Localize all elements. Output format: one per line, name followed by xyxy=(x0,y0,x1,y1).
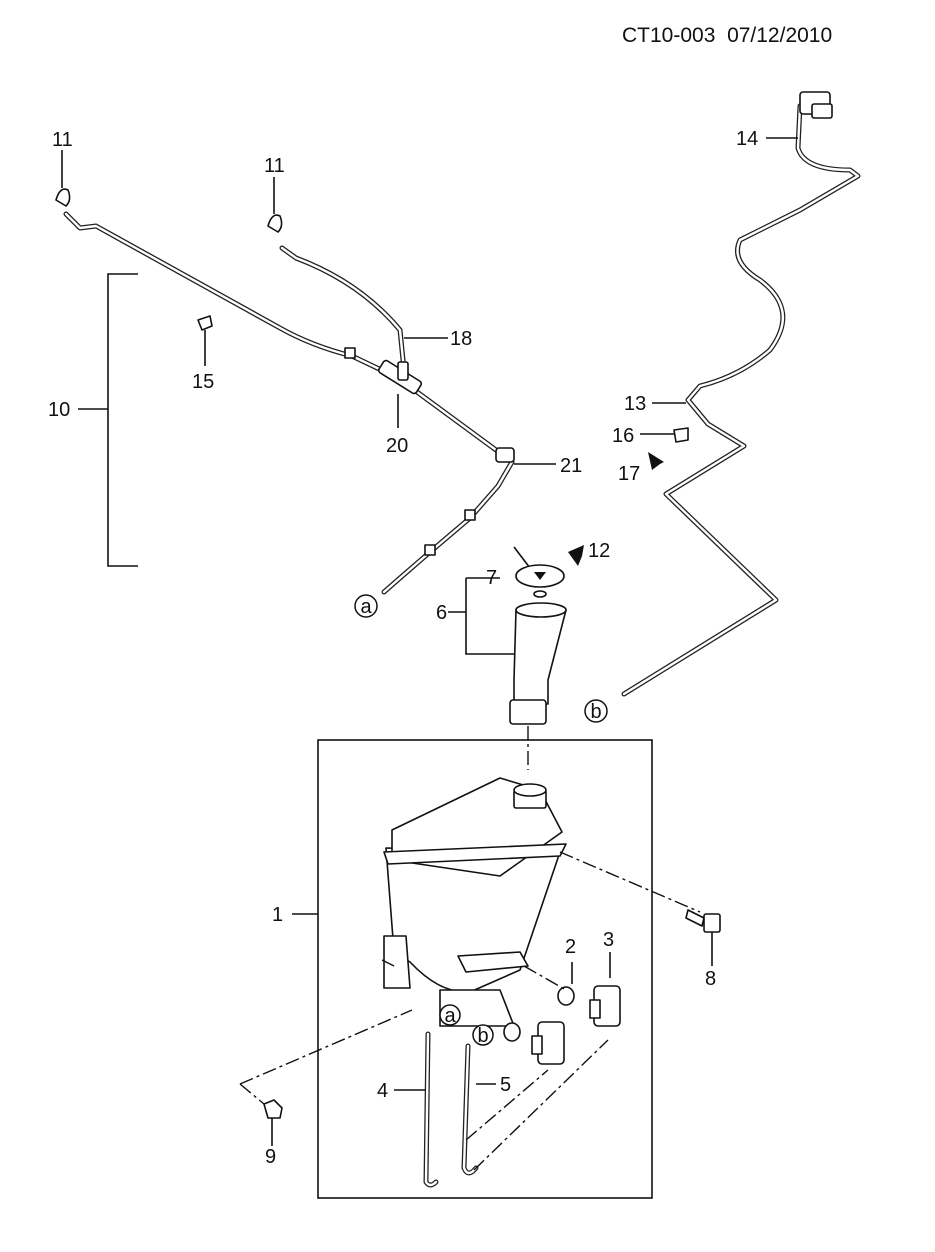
svg-text:b: b xyxy=(477,1025,488,1047)
filler-neck-assembly xyxy=(448,546,567,725)
callout-13: 13 xyxy=(624,393,646,415)
callout-18: 18 xyxy=(450,328,472,350)
callout-4: 4 xyxy=(377,1080,388,1102)
callout-21: 21 xyxy=(560,455,582,477)
callout-12: 12 xyxy=(588,540,610,562)
hose-clip xyxy=(344,347,356,359)
washer-pump-front xyxy=(557,985,621,1027)
reservoir-group-box xyxy=(317,739,653,1199)
svg-text:a: a xyxy=(360,596,372,618)
diagram-header: CT10-003 07/12/2010 xyxy=(622,24,832,48)
svg-text:b: b xyxy=(590,701,601,723)
callout-7: 7 xyxy=(486,567,497,589)
washer-nozzle xyxy=(55,150,71,207)
callout-16: 16 xyxy=(612,425,634,447)
callout-11: 11 xyxy=(52,129,73,151)
connector-b-top: b xyxy=(584,699,608,723)
filler-neck xyxy=(513,603,567,705)
callout-11: 11 xyxy=(264,155,285,177)
mounting-bolt xyxy=(685,909,721,966)
front-washer-hose-assembly xyxy=(63,211,515,595)
washer-nozzle xyxy=(267,177,283,233)
callout-15: 15 xyxy=(192,371,214,393)
hose-clip xyxy=(424,544,436,556)
callout-1: 1 xyxy=(272,904,283,926)
callout-9: 9 xyxy=(265,1146,276,1168)
callout-20: 20 xyxy=(386,435,408,457)
callout-6: 6 xyxy=(436,602,447,624)
connector-a-low: a xyxy=(439,1004,461,1027)
diagram-code: CT10-003 xyxy=(622,24,716,47)
callout-8: 8 xyxy=(705,968,716,990)
hose-clip-15 xyxy=(197,315,213,331)
direction-arrow-17 xyxy=(648,452,664,470)
washer-reservoir xyxy=(383,777,567,1027)
hose-connector-end xyxy=(811,103,833,119)
svg-text:a: a xyxy=(444,1005,456,1027)
hose-clip xyxy=(464,509,476,521)
connector-a-top: a xyxy=(354,594,378,618)
callout-14: 14 xyxy=(736,128,758,150)
callout-10: 10 xyxy=(48,399,70,421)
connector-b-low: b xyxy=(472,1024,494,1047)
washer-pump-rear xyxy=(503,1021,565,1065)
rear-washer-hose xyxy=(621,91,861,697)
hose-elbow xyxy=(495,447,515,463)
assembly-bracket xyxy=(107,273,138,567)
t-joint-stem xyxy=(397,361,409,381)
callout-2: 2 xyxy=(565,936,576,958)
callout-17: 17 xyxy=(618,463,640,485)
hose-clip-16 xyxy=(673,427,689,443)
callout-3: 3 xyxy=(603,929,614,951)
mounting-nut xyxy=(263,1099,283,1146)
callout-5: 5 xyxy=(500,1074,511,1096)
direction-arrow-12 xyxy=(568,545,584,566)
diagram-date: 07/12/2010 xyxy=(727,24,833,47)
